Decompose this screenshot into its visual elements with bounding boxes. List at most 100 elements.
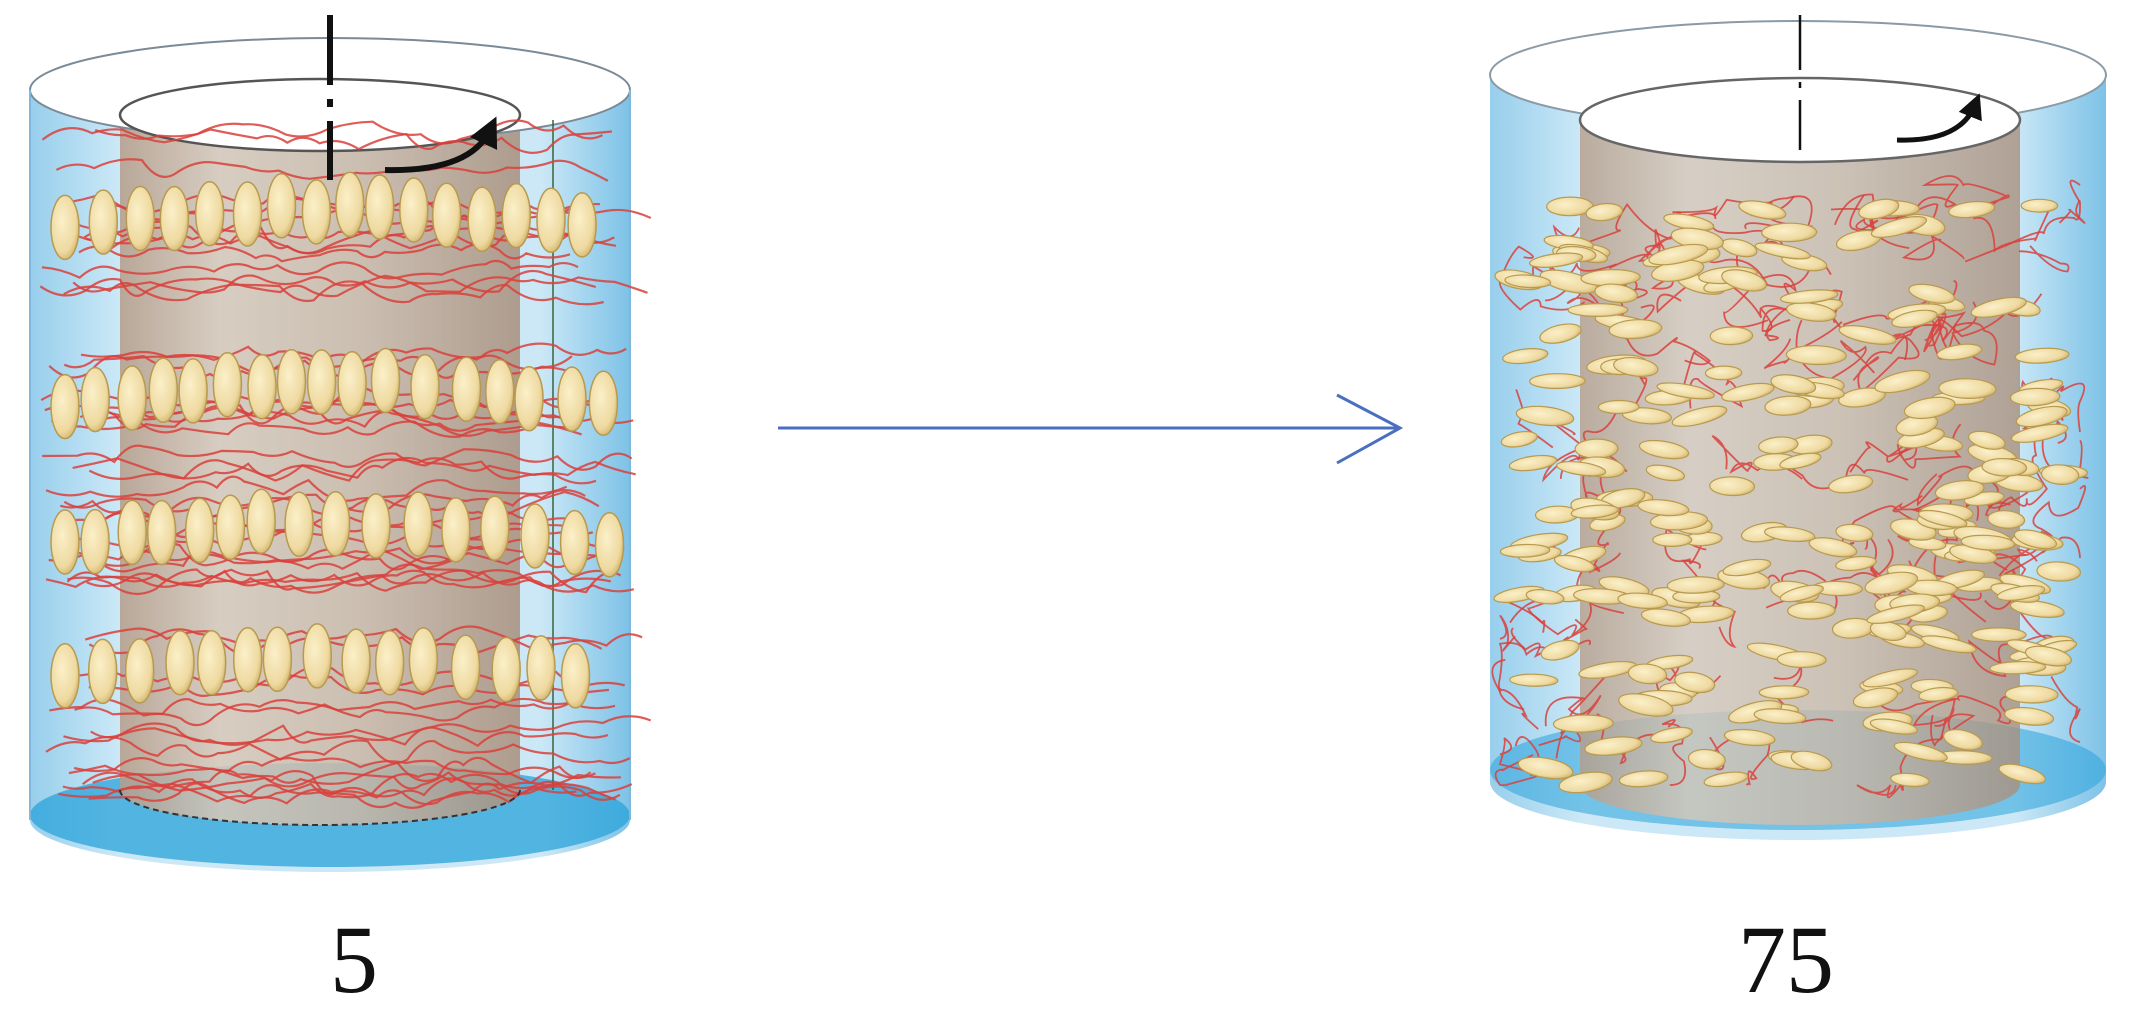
ordered-particle [194, 180, 225, 247]
polymer-chain [1781, 569, 1838, 616]
disordered-particle [1790, 750, 1833, 772]
ordered-particle [215, 494, 246, 561]
polymer-chain [1608, 228, 1686, 270]
disordered-particle [1738, 200, 1787, 220]
ordered-particle [88, 189, 119, 255]
polymer-chain [2004, 536, 2081, 575]
polymer-chain [1913, 175, 2006, 213]
ordered-particle [301, 179, 332, 245]
ordered-particle [284, 491, 314, 558]
left-particle-layers [50, 171, 625, 709]
ordered-particle [491, 636, 521, 703]
disordered-particle [1508, 454, 1558, 472]
disordered-particle [1866, 604, 1925, 625]
ordered-particle [594, 512, 625, 578]
polymer-chain [88, 457, 597, 485]
ordered-particle [87, 638, 118, 705]
disordered-particle [1996, 585, 2046, 601]
polymer-chain [63, 726, 609, 748]
disordered-particle [2020, 198, 2059, 213]
polymer-chain [45, 475, 568, 502]
ordered-particle [232, 181, 263, 247]
disordered-particle [1585, 202, 1624, 222]
disordered-particle [2009, 599, 2065, 618]
disordered-particle [2013, 529, 2058, 550]
disordered-particle [1552, 714, 1614, 733]
disordered-particle [1764, 526, 1816, 543]
polymer-chain [1763, 321, 1843, 370]
polymer-chain [72, 269, 597, 294]
disordered-particle [1618, 770, 1669, 788]
disordered-particle [1567, 302, 1629, 318]
disordered-particle [1594, 283, 1638, 304]
disordered-particle [1960, 534, 2016, 551]
polymer-chain [45, 563, 610, 591]
disordered-particle [1787, 601, 1836, 620]
polymer-chain [1937, 293, 2043, 358]
disordered-particle [1786, 302, 1837, 322]
disordered-particle [1703, 771, 1749, 788]
right-scattered-particles [1493, 196, 2089, 794]
polymer-chain [63, 354, 573, 379]
ordered-particle [262, 626, 293, 693]
disordered-particle [1517, 756, 1574, 780]
polymer-chain [1552, 202, 1668, 246]
disordered-particle [1838, 325, 1897, 345]
ordered-particle [335, 171, 365, 238]
polymer-chain [2058, 199, 2086, 224]
disordered-particle [1656, 382, 1715, 400]
disordered-particle [1862, 668, 1919, 688]
disordered-particle [1874, 369, 1931, 394]
ordered-particle [361, 493, 391, 559]
disordered-particle [1770, 374, 1817, 395]
disordered-particle [1721, 382, 1775, 403]
disordered-particle [1903, 396, 1956, 420]
polymer-chain [39, 274, 648, 298]
ordered-particle [232, 626, 263, 693]
disordered-particle [1648, 243, 1709, 266]
ordered-particle [50, 194, 80, 261]
right-cylinder-apparatus [1489, 15, 2107, 840]
disordered-particle [1529, 373, 1586, 390]
disordered-particle [1764, 395, 1812, 416]
polymer-chain [74, 697, 583, 722]
disordered-particle [1515, 405, 1575, 427]
polymer-chain [1972, 194, 2050, 253]
ordered-particle [514, 366, 544, 432]
polymer-chain [1923, 280, 1958, 353]
disordered-particle [1934, 480, 1985, 501]
disordered-particle [1645, 464, 1686, 482]
disordered-particle [1968, 430, 2006, 450]
ordered-particle [526, 635, 556, 701]
polymer-chain [49, 698, 616, 727]
ordered-particle [451, 356, 482, 423]
disordered-particle [1509, 673, 1559, 687]
ordered-particle [178, 358, 208, 424]
polymer-chain [45, 735, 631, 765]
disordered-particle [1981, 457, 2028, 477]
ordered-particle [374, 630, 405, 696]
disordered-particle [1652, 532, 1693, 548]
ordered-particle [320, 491, 351, 557]
disordered-particle [1539, 323, 1582, 344]
disordered-particle [2024, 645, 2072, 667]
disordered-particle [1618, 693, 1674, 717]
polymer-chain [1930, 713, 1976, 747]
disordered-particle [1540, 639, 1580, 661]
polymer-chain [1661, 719, 1687, 786]
ordered-particle [480, 495, 510, 561]
disordered-particle [2009, 387, 2061, 407]
ordered-particle [148, 357, 179, 424]
right-condition-label: 75 [1738, 906, 1834, 1013]
ordered-particle [337, 351, 367, 417]
disordered-particle [1758, 436, 1799, 455]
ordered-particle [212, 351, 243, 418]
polymer-chain [2032, 484, 2087, 538]
ordered-particle [302, 623, 333, 689]
disordered-particle [2004, 706, 2055, 726]
disordered-particle [1721, 269, 1767, 292]
disordered-particle [1779, 452, 1822, 470]
ordered-particle [450, 634, 481, 700]
disordered-particle [1908, 283, 1956, 304]
polymer-chain [1964, 179, 2081, 263]
